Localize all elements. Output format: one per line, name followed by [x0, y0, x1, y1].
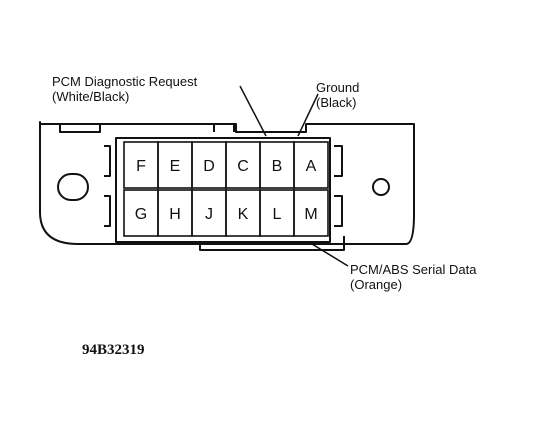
left-top-tab [59, 124, 101, 133]
leader-serial-data [311, 243, 349, 267]
serial-data-label: PCM/ABS Serial Data (Orange) [350, 262, 476, 292]
serial-data-name: PCM/ABS Serial Data [350, 262, 477, 277]
pin-label-g: G [135, 206, 147, 223]
leader-pcm-request [239, 85, 267, 137]
figure-number: 94B32319 [82, 342, 145, 358]
pcm-request-label: PCM Diagnostic Request (White/Black) [52, 74, 197, 104]
pin-label-f: F [136, 158, 146, 175]
pin-label-k: K [238, 206, 249, 223]
pin-label-c: C [237, 158, 249, 175]
ground-wire-color: (Black) [316, 95, 357, 110]
pin-label-b: B [272, 158, 283, 175]
pin-grid: F E D C B A G H J K L M [123, 141, 329, 237]
bottom-foot [199, 236, 345, 251]
ground-name: Ground [316, 80, 360, 95]
left-latch [104, 145, 111, 227]
pin-label-l: L [273, 206, 282, 223]
leader-ground [297, 93, 319, 137]
pin-label-d: D [203, 158, 215, 175]
pin-label-a: A [306, 158, 317, 175]
locking-tab [213, 123, 235, 132]
ground-label: Ground (Black) [316, 80, 359, 110]
pin-label-j: J [205, 206, 213, 223]
pin-label-e: E [170, 158, 181, 175]
pin-label-m: M [304, 206, 317, 223]
right-latch [334, 145, 343, 227]
right-mounting-hole [372, 178, 390, 196]
pin-label-h: H [169, 206, 181, 223]
serial-data-wire-color: (Orange) [350, 277, 403, 292]
pin-cavity [115, 137, 331, 243]
pcm-request-wire-color: (White/Black) [52, 89, 130, 104]
pin-cell-m [293, 189, 329, 237]
pcm-request-name: PCM Diagnostic Request [52, 74, 198, 89]
connector-housing [39, 121, 415, 245]
pin-cell-a [293, 141, 329, 189]
left-mounting-slot [57, 173, 89, 201]
